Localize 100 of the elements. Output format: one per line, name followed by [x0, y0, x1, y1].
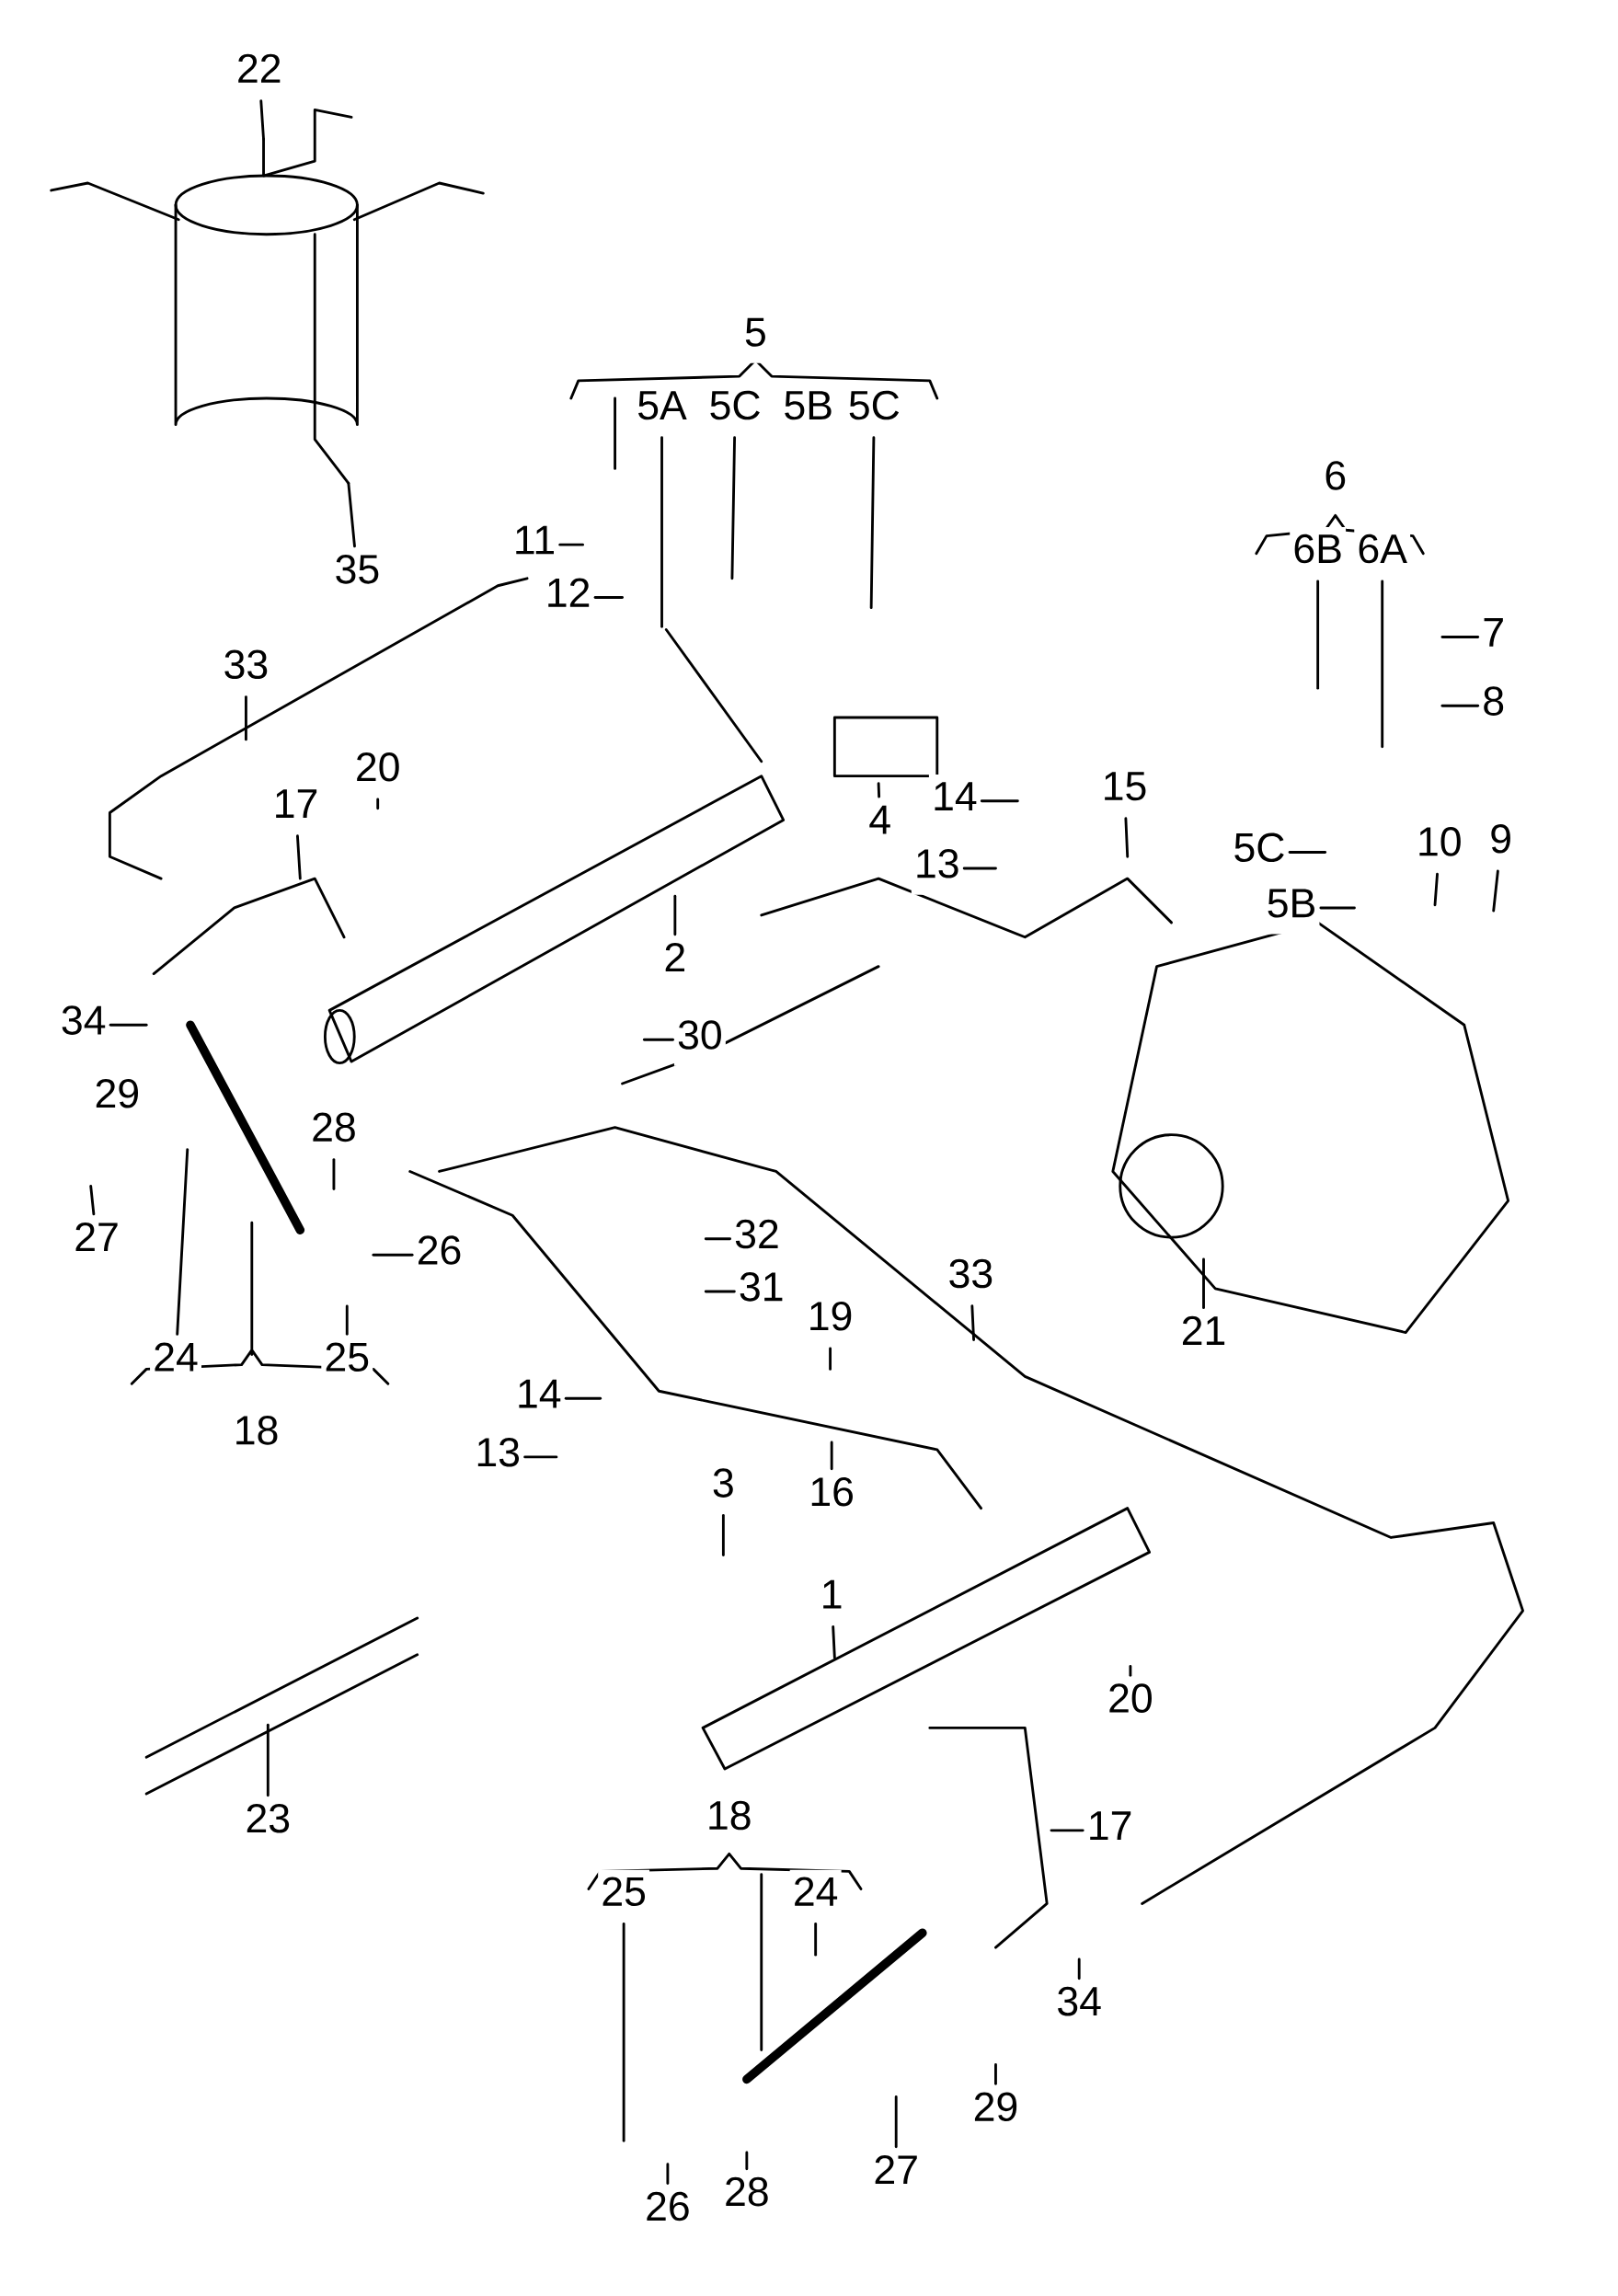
leader-line [894, 2095, 898, 2149]
leader-line [704, 1237, 731, 1241]
leader-line [109, 1023, 148, 1027]
leader-line [266, 1723, 270, 1797]
leader-line [704, 1290, 736, 1293]
leader-line [994, 2063, 997, 2085]
callout-number: 18 [230, 1408, 282, 1462]
callout-number: 27 [71, 1215, 123, 1269]
callout-number: 5B [780, 384, 837, 437]
leader-line [564, 1396, 602, 1400]
leader-line [673, 894, 677, 936]
leader-line [345, 1304, 349, 1336]
leader-line [1319, 906, 1356, 910]
callout-number: 5A [634, 384, 690, 437]
callout-number: 29 [970, 2084, 1022, 2139]
leader-line [1316, 580, 1320, 690]
callout-number: 25 [598, 1869, 650, 1923]
callout-number: 13 [911, 842, 963, 895]
callout-number: 9 [1486, 817, 1516, 870]
callout-number: 27 [870, 2148, 923, 2201]
leader-line [1440, 704, 1480, 707]
leader-line [830, 1441, 833, 1471]
leader-line [721, 1513, 725, 1556]
leader-line [1440, 636, 1480, 638]
callout-number: 5C [706, 384, 764, 437]
callout-number: 31 [735, 1265, 787, 1318]
callout-number: 34 [57, 998, 109, 1051]
leader-line [660, 436, 663, 628]
callout-number: 34 [1053, 1980, 1106, 2033]
callout-number: 24 [789, 1869, 842, 1923]
callout-number: 8 [1479, 679, 1509, 732]
callout-number: 29 [91, 1072, 143, 1125]
leader-line [372, 1253, 414, 1257]
leader-line [1492, 869, 1499, 913]
leader-line [332, 1158, 336, 1191]
callout-number: 5 [740, 310, 770, 363]
leader-line [1288, 851, 1327, 854]
leader-line [259, 99, 265, 141]
callout-number: 2 [660, 936, 690, 989]
callout-number: 22 [233, 46, 285, 100]
leader-line [176, 1148, 189, 1336]
leader-line [245, 695, 247, 741]
callout-number: 20 [351, 745, 404, 798]
leader-line [1381, 580, 1384, 749]
callout-number: 12 [542, 570, 594, 625]
leader-line [745, 2151, 749, 2171]
leader-line [1433, 872, 1439, 907]
leader-line [642, 1038, 674, 1041]
callout-number: 24 [150, 1335, 201, 1389]
callout-number: 25 [321, 1335, 373, 1389]
leader-line [1202, 1257, 1205, 1310]
callout-number: 5C [1230, 825, 1289, 879]
leader-line [877, 782, 881, 798]
leader-line [1129, 1665, 1132, 1677]
leader-line [347, 481, 356, 548]
leader-line [622, 1923, 625, 2142]
callout-number: 18 [703, 1794, 755, 1847]
leader-line [376, 798, 380, 810]
callout-number: 14 [512, 1372, 565, 1425]
leader-line [296, 834, 302, 880]
callout-number: 11 [510, 518, 559, 571]
leader-line [593, 596, 624, 599]
callout-number: 5B [1263, 881, 1320, 935]
callout-number: 15 [1098, 763, 1151, 818]
callout-number: 17 [270, 782, 322, 835]
callout-number: 26 [413, 1228, 465, 1281]
leader-line [1077, 1957, 1081, 1980]
leader-line [829, 1347, 832, 1371]
leader-line [980, 799, 1019, 803]
callout-number: 6 [1321, 453, 1350, 507]
callout-number: 3 [708, 1461, 738, 1514]
leader-line [666, 2163, 670, 2186]
callout-number: 4 [866, 798, 895, 851]
callout-number: 20 [1104, 1676, 1156, 1729]
callout-number: 19 [804, 1294, 856, 1348]
callout-number: 30 [673, 1013, 726, 1066]
callout-number: 10 [1413, 820, 1465, 873]
callout-number: 7 [1479, 610, 1509, 664]
callout-number: 1 [817, 1572, 846, 1625]
leader-line [558, 543, 584, 546]
callout-number: 23 [242, 1797, 294, 1850]
leader-line [832, 1624, 836, 1659]
leader-line [89, 1184, 96, 1216]
callout-number: 16 [806, 1470, 858, 1523]
leader-line [523, 1455, 558, 1459]
callout-number: 13 [472, 1430, 524, 1484]
callout-number: 32 [731, 1212, 783, 1266]
callout-number: 28 [307, 1105, 360, 1159]
leader-line [1050, 1829, 1084, 1832]
callout-number: 6B [1290, 527, 1347, 580]
leader-line [962, 867, 997, 870]
leader-line [814, 1923, 818, 1957]
callout-number: 14 [928, 775, 981, 828]
callout-number: 17 [1084, 1804, 1136, 1857]
callout-number: 33 [945, 1252, 997, 1305]
callout-number: 28 [720, 2170, 773, 2223]
callout-number: 21 [1177, 1309, 1230, 1362]
callout-number: 5C [844, 384, 903, 437]
callout-number: 6A [1354, 527, 1411, 580]
leader-line [1124, 817, 1130, 858]
